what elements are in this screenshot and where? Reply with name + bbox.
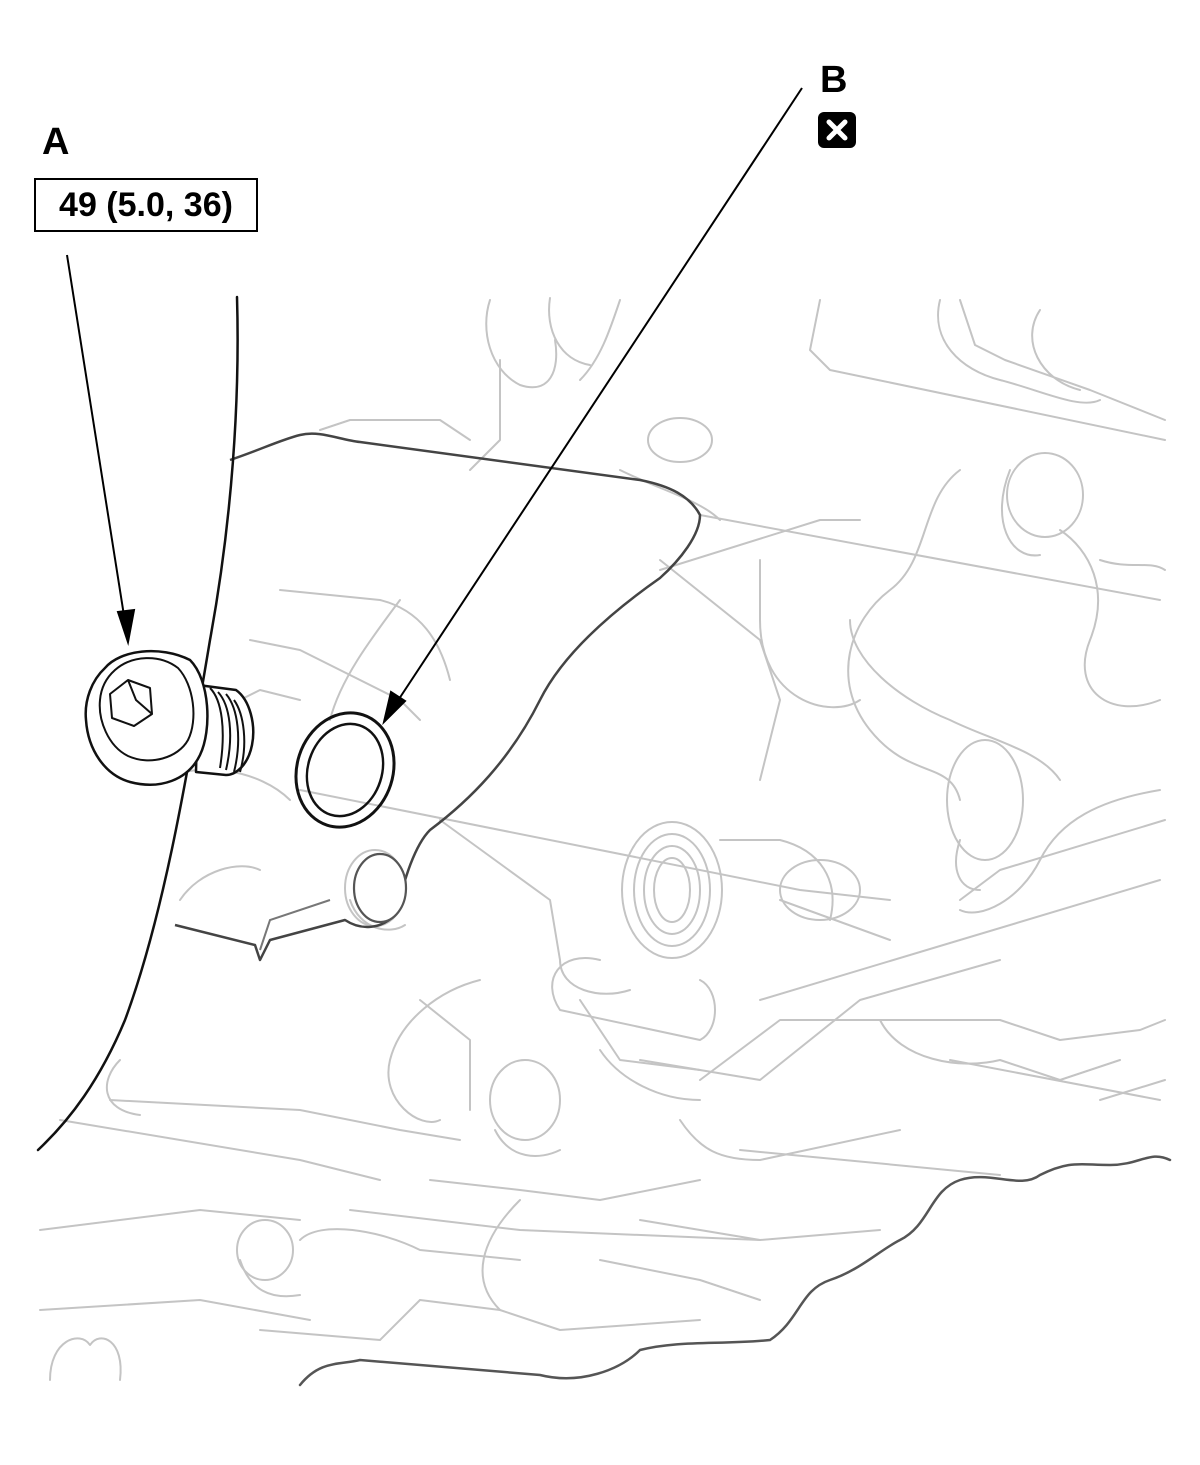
callout-a-label: A [42, 121, 70, 163]
sealing-washer [294, 711, 396, 829]
callout-b-label: B [820, 59, 848, 101]
leader-arrows [66, 87, 803, 726]
housing-flange [174, 432, 702, 962]
torque-spec-box: 49 (5.0, 36) [34, 178, 258, 232]
housing-background-linework [39, 297, 1166, 1381]
bell-housing-edge [36, 295, 239, 1152]
replace-icon [818, 112, 856, 148]
oil-pan-edge [298, 1155, 1172, 1387]
drain-plug-bolt [84, 649, 255, 786]
